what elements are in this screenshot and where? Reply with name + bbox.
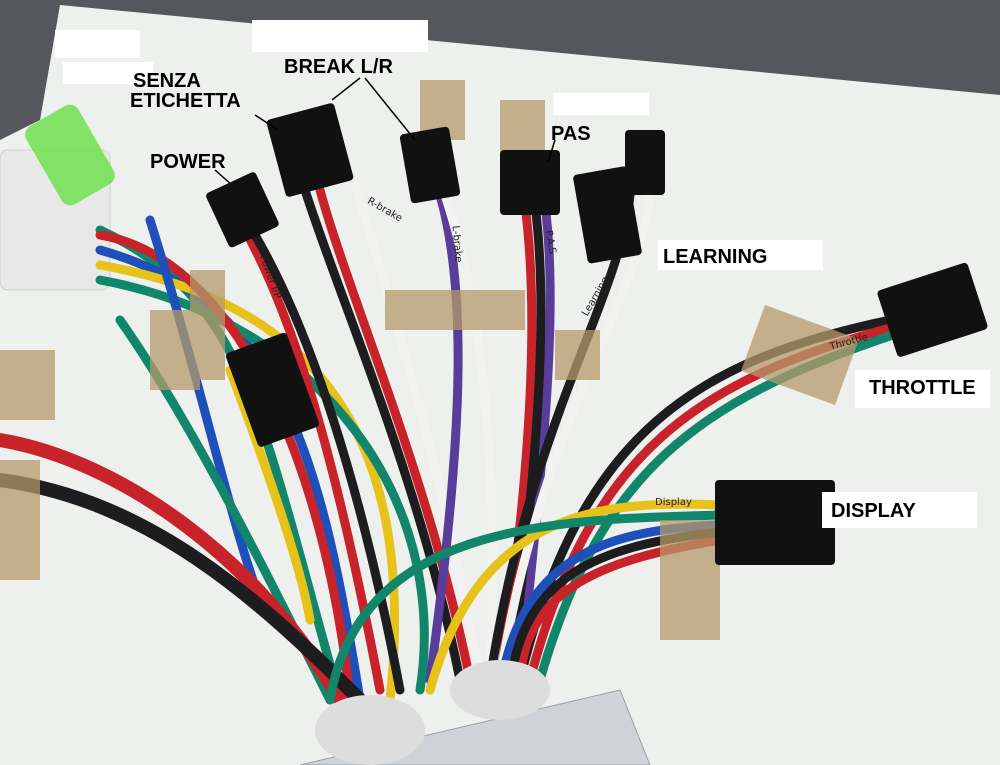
wire-brake-white2 — [440, 190, 498, 685]
label-throttle: THROTTLE — [869, 377, 976, 399]
senza-connector — [266, 103, 354, 197]
label-etichetta: ETICHETTA — [130, 90, 241, 112]
tape-1 — [0, 350, 55, 420]
label-power: POWER — [150, 151, 226, 173]
display-label-box — [822, 492, 977, 528]
learning-connector-1 — [573, 166, 642, 264]
wire-senza-red — [315, 185, 475, 685]
arrow-break-right — [364, 77, 416, 141]
brake-connector — [399, 126, 461, 204]
wire-brake-purple — [425, 190, 463, 685]
sticker-display: Display — [655, 497, 692, 508]
grommet-left — [315, 695, 425, 765]
tape-8 — [741, 305, 859, 405]
arrow-power — [214, 169, 233, 186]
pas-connector — [500, 150, 560, 215]
loose-connector — [225, 332, 319, 447]
wire-power-red — [240, 225, 385, 695]
label-pas: PAS — [551, 123, 591, 145]
arrow-pas — [547, 139, 556, 163]
redaction-box-1 — [55, 30, 140, 58]
redaction-box-3 — [252, 20, 428, 52]
grommet-right — [450, 660, 550, 720]
arrow-senza — [254, 114, 279, 131]
throttle-label-box — [855, 370, 990, 408]
throttle-connector — [877, 262, 988, 357]
arrow-break-left — [331, 77, 361, 101]
wire-yellow-2 — [225, 365, 315, 625]
wire-blue-2 — [145, 215, 265, 605]
tape-3 — [190, 270, 225, 380]
tape-4 — [385, 290, 525, 330]
wire-pas-black — [505, 200, 546, 685]
redaction-box-4 — [553, 93, 649, 115]
label-senza: SENZA — [133, 70, 201, 92]
learning-connector-2 — [625, 130, 665, 195]
tape-9 — [660, 520, 720, 640]
wire-green-2 — [95, 275, 429, 695]
wire-brake-white — [350, 180, 485, 685]
display-connector — [715, 480, 835, 565]
green-sleeve — [25, 104, 115, 206]
learning-label-box — [658, 240, 823, 270]
label-display: DISPLAY — [831, 500, 916, 522]
tape-10 — [0, 460, 40, 580]
label-learning: LEARNING — [663, 246, 768, 268]
wire-yellow-1 — [95, 260, 400, 705]
wire-power-black — [250, 230, 405, 695]
label-break-lr: BREAK L/R — [284, 56, 393, 78]
redaction-box-2 — [63, 62, 153, 84]
power-connector — [206, 172, 279, 248]
wire-display-green — [325, 510, 725, 705]
tape-7 — [555, 330, 600, 380]
wire-black-1 — [0, 473, 367, 707]
